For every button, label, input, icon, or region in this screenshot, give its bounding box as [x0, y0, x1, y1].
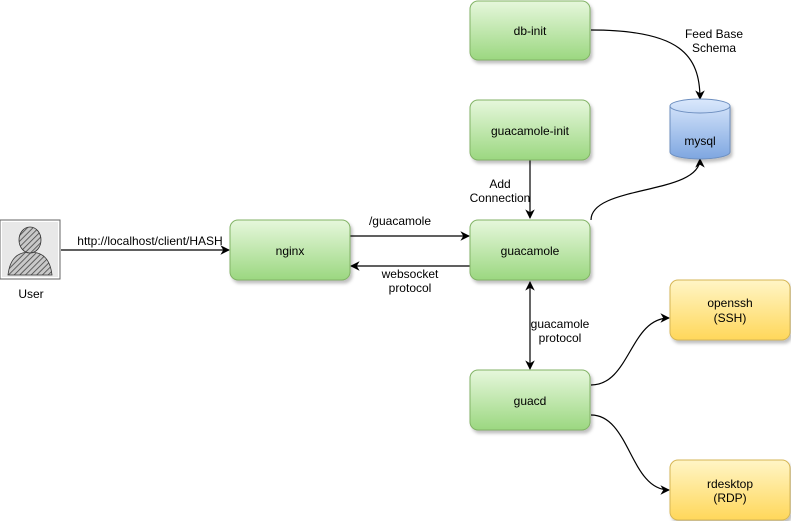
user-avatar-icon	[0, 219, 61, 280]
node-rdesktop[interactable]: rdesktop (RDP)	[669, 459, 791, 521]
node-guacd[interactable]: guacd	[469, 369, 591, 431]
node-openssh[interactable]: openssh (SSH)	[669, 279, 791, 341]
edge-label-feed-line2: Schema	[692, 41, 736, 55]
edge-label-guac-proto-line2: protocol	[539, 331, 582, 345]
node-user[interactable]: User	[0, 219, 61, 301]
user-label: User	[18, 287, 43, 301]
database-cylinder-icon	[669, 98, 731, 160]
edge-dbinit-to-mysql	[590, 29, 705, 100]
guacd-label: guacd	[514, 394, 547, 408]
node-db-init[interactable]: db-init	[469, 0, 591, 61]
openssh-label-line1: openssh	[707, 296, 752, 310]
node-nginx[interactable]: nginx	[229, 219, 351, 281]
edge-guacd-to-openssh	[590, 313, 670, 386]
node-guacamole[interactable]: guacamole	[469, 219, 591, 281]
guacamole-init-label: guacamole-init	[491, 124, 570, 138]
edge-label-websocket-line2: protocol	[389, 281, 432, 295]
mysql-label: mysql	[684, 134, 715, 148]
edge-label-add-line2: Connection	[470, 191, 531, 205]
edge-label-add-line1: Add	[489, 177, 510, 191]
edge-label-feed-line1: Feed Base	[685, 27, 743, 41]
node-guacamole-init[interactable]: guacamole-init	[469, 99, 591, 161]
guacamole-label: guacamole	[501, 244, 560, 258]
edge-guacamole-to-mysql	[590, 158, 705, 221]
edge-label-user-url: http://localhost/client/HASH	[77, 234, 222, 248]
edge-label-websocket-line1: websocket	[381, 267, 439, 281]
rdesktop-label-line2: (RDP)	[713, 491, 746, 505]
edge-guacd-to-rdesktop	[590, 414, 670, 495]
openssh-label-line2: (SSH)	[714, 311, 747, 325]
node-mysql[interactable]: mysql	[669, 98, 731, 160]
edge-label-guac-proto-line1: guacamole	[531, 317, 590, 331]
rdesktop-label-line1: rdesktop	[707, 477, 753, 491]
nginx-label: nginx	[276, 244, 305, 258]
edge-label-guacamole-path: /guacamole	[369, 214, 431, 228]
db-init-label: db-init	[514, 24, 547, 38]
